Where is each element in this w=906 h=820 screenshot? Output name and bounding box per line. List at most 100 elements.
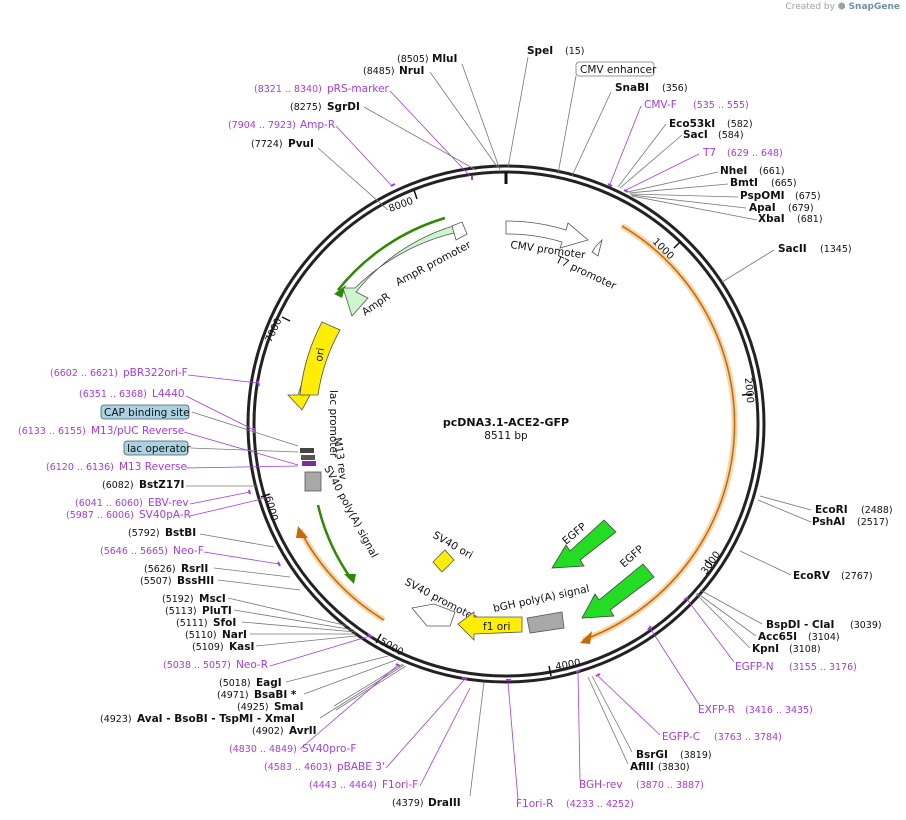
bsrgi-pos: (3819) [680,750,712,761]
kpni-pos: (3108) [789,644,821,655]
pbr322ori-f-pos: (6602 .. 6621) [50,368,118,379]
smai-name: SmaI [274,701,304,713]
sgrdi-leader [363,106,477,171]
created-by-label: Created by [785,2,835,12]
m13-reverse-name: M13 Reverse [119,461,187,473]
sv40-promoter-feature [411,603,456,627]
saci-pos: (584) [718,130,744,141]
lac-operator-leader [189,447,299,453]
m13-reverse-pos: (6120 .. 6136) [46,462,114,473]
ebv-rev-leader [189,491,251,505]
nari-name: NarI [222,629,247,641]
sv40-polya-label: SV40 poly(A) signal [321,464,380,560]
eco53ki-pos: (582) [727,119,753,130]
bsabi-name: BsaBI * [254,689,297,701]
snabi-leader [571,91,612,177]
nhei-pos: (661) [759,166,785,177]
sv40pa-r-leader [189,497,267,517]
sgrdi-name: SgrDI [327,101,360,113]
plasmid-name: pcDNA3.1-ACE2-GFP [443,416,569,429]
enzyme-leaders [186,56,812,797]
eagi-leader [285,655,389,683]
ebv-rev-pos: (6041 .. 6060) [75,498,143,509]
ori-body [299,321,341,396]
sfoi-name: SfoI [213,617,236,629]
sv40-ori-label: SV40 ori [431,529,475,562]
cmv-enhancer-leader [557,75,577,175]
draiii-pos: (4379) [392,798,424,809]
kasi-name: KasI [229,641,254,653]
cmv-enhancer-box [575,61,655,77]
aflii-pos: (3830) [658,762,690,773]
l4440-leader [185,395,255,431]
bstz17i-pos: (6082) [102,480,134,491]
sacii-name: SacII [778,243,807,255]
bstbi-leader [199,533,275,548]
bsrgi-name: BsrGI [636,749,668,761]
m13puc-pos: (6133 .. 6155) [18,426,86,437]
mlui-pos: (8505) [397,54,429,65]
t7-name: T7 [702,147,716,159]
t7-marker [623,189,629,193]
bgh-polya-label: bGH poly(A) signal [492,583,590,615]
brand-label: SnapGene [848,2,900,12]
xbai-pos: (681) [797,214,823,225]
msci-leader [227,597,349,627]
ava-group-name: AvaI - BsoBI - TspMI - XmaI [137,713,295,725]
lac-operator-box [123,440,189,456]
bsrgi-leader [591,675,633,753]
kpni-name: KpnI [752,643,779,655]
bsshii-leader [217,579,301,591]
sv40-polya-feature [304,471,322,492]
ampr-feature [342,225,459,317]
ecori-name: EcoRI [815,504,848,516]
egfp-feature-2 [581,563,655,619]
pbabe-leader [385,679,465,769]
f1ori-f-name: F1ori-F [382,779,418,791]
egfp-n-leader [685,597,735,663]
snapgene-watermark: Created by ⬢ SnapGene [785,2,900,12]
pbabe-pos: (4583 .. 4603) [264,762,332,773]
ecori-leader [759,495,812,511]
ampr-green-arc [337,216,446,291]
f1ori-f-leader [419,687,471,787]
amp-r-pos: (7904 .. 7923) [228,120,296,131]
prs-marker-name: pRS-marker [327,83,390,95]
tick-2000 [741,393,753,396]
primer-leaders [183,90,735,801]
kasi-pos: (5109) [192,642,224,653]
neo-orf-arrowhead [296,526,308,538]
tick-label-4000: 4000 [555,658,582,673]
ampr-label: AmpR [360,291,393,319]
pluti-leader [233,609,355,631]
egfp-c-marker [595,673,601,677]
egfp-c-pos: (3763 .. 3784) [714,732,782,743]
tick-5000 [375,633,382,644]
bsshii-pos: (5507) [140,576,172,587]
tick-4000 [548,665,552,677]
kasi-leader [255,635,357,647]
saci-leader [619,134,683,189]
apai-leader [630,194,747,209]
tick-7000 [281,316,291,322]
draiii-leader [469,681,485,797]
bsshii-name: BssHII [177,575,214,587]
bgh-rev-leader [577,671,581,781]
bspdi-clai-pos: (3039) [850,620,882,631]
xbai-name: XbaI [758,213,785,225]
pbr322ori-f-marker [257,380,260,387]
sv40pro-f-leader [299,664,399,750]
neo-r-leader [269,635,371,667]
pspomi-leader [629,193,739,198]
cap-binding-site-label: CAP binding site [104,407,190,419]
l4440-name: L4440 [152,388,185,400]
snapgene-logo-icon: ⬢ [837,2,846,12]
bmti-name: BmtI [730,177,758,189]
xbai-leader [631,195,758,221]
acc65i-leader [696,592,757,637]
sacii-leader [721,249,775,283]
ori-label: ori [313,347,327,363]
m13puc-name: M13/pUC Reverse [91,425,184,437]
sv40-ori-feature [432,549,455,573]
